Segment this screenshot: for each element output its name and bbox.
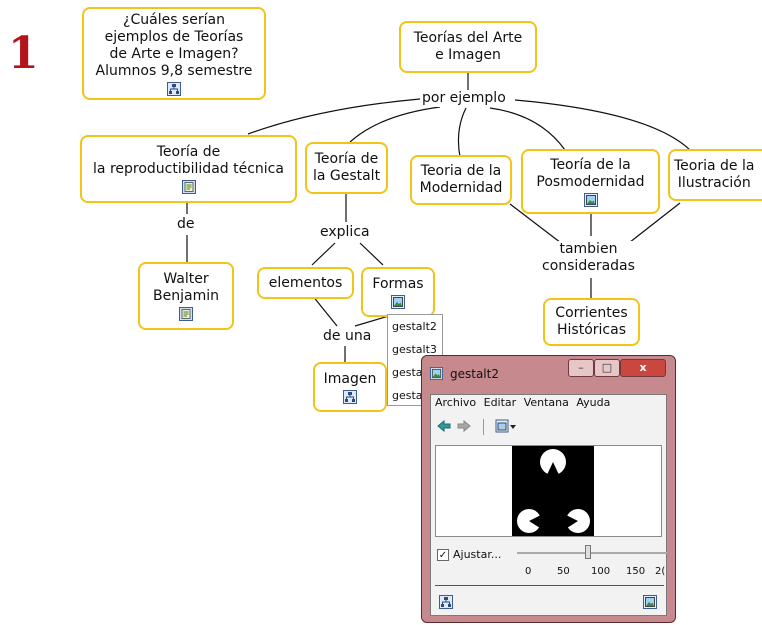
- link-por-ejemplo-posmodernidad: [489, 107, 566, 151]
- forward-arrow-icon[interactable]: [457, 419, 471, 433]
- zoom-slider-thumb[interactable]: [585, 545, 591, 559]
- node-reproductibilidad-label: Teoría de la reproductibilidad técnica: [93, 144, 284, 177]
- phrase-de[interactable]: de: [175, 216, 197, 233]
- resource-item[interactable]: gestalt3: [392, 343, 437, 356]
- node-elementos[interactable]: elementos: [257, 267, 354, 299]
- menu-ventana[interactable]: Ventana: [523, 396, 569, 409]
- phrase-tambien-consideradas[interactable]: tambien consideradas: [540, 241, 637, 275]
- link-explica-formas: [359, 242, 384, 266]
- image-icon: [430, 367, 443, 380]
- node-posmodernidad[interactable]: Teoría de la Posmodernidad: [521, 149, 660, 214]
- fit-checkbox[interactable]: ✓: [437, 549, 449, 561]
- divider: [435, 585, 664, 586]
- node-ilustracion-label: Teoria de la Ilustración: [674, 158, 755, 191]
- zoom-tick: 100: [591, 566, 611, 577]
- zoom-tick: 0: [525, 566, 532, 577]
- zoom-tick: 150: [626, 566, 646, 577]
- node-corrientes-label: Corrientes Históricas: [555, 305, 628, 338]
- back-arrow-icon[interactable]: [437, 419, 451, 433]
- concept-map-icon[interactable]: [343, 389, 357, 404]
- node-imagen[interactable]: Imagen: [313, 362, 387, 412]
- page-number: 1: [8, 28, 39, 79]
- toolbar: [431, 417, 666, 439]
- link-modernidad-tambien: [509, 203, 566, 247]
- document-icon[interactable]: [181, 180, 196, 194]
- minimize-button[interactable]: –: [568, 359, 594, 377]
- window-title: gestalt2: [450, 367, 499, 381]
- resource-item[interactable]: gesta: [392, 389, 423, 402]
- link-por-ejemplo-reproductibilidad: [247, 98, 421, 135]
- node-root-label: Teorías del Arte e Imagen: [413, 30, 523, 63]
- node-gestalt[interactable]: Teoría de la Gestalt: [305, 142, 388, 194]
- node-gestalt-label: Teoría de la Gestalt: [312, 151, 381, 184]
- phrase-explica[interactable]: explica: [318, 224, 372, 241]
- node-ilustracion[interactable]: Teoria de la Ilustración: [668, 149, 762, 201]
- node-imagen-label: Imagen: [323, 370, 377, 387]
- zoom-controls: ✓ Ajustar... 0 50 100 150 2(: [431, 545, 667, 581]
- resource-item[interactable]: gestalt2: [392, 320, 437, 333]
- image-preview: [435, 445, 662, 537]
- image-icon[interactable]: [643, 595, 657, 609]
- node-question-label: ¿Cuáles serían ejemplos de Teorías de Ar…: [95, 11, 253, 79]
- link-explica-elementos: [311, 242, 336, 266]
- node-elementos-label: elementos: [268, 274, 343, 291]
- link-elementos-de-una: [311, 294, 338, 327]
- link-ilustracion-tambien: [624, 202, 681, 247]
- node-corrientes[interactable]: Corrientes Históricas: [543, 298, 640, 346]
- concept-map-icon[interactable]: [167, 81, 181, 96]
- phrase-de-una[interactable]: de una: [321, 328, 374, 345]
- zoom-tick: 50: [557, 566, 570, 577]
- fit-checkbox-label: Ajustar...: [453, 548, 502, 561]
- menu-editar[interactable]: Editar: [483, 396, 517, 409]
- zoom-slider[interactable]: [517, 552, 667, 554]
- zoom-tick: 2(: [655, 566, 666, 577]
- view-options-icon[interactable]: [495, 419, 517, 435]
- image-icon[interactable]: [391, 294, 405, 309]
- node-walter[interactable]: Walter Benjamin: [138, 262, 234, 330]
- document-icon[interactable]: [179, 307, 193, 321]
- gestalt-illusion-image: [512, 446, 594, 536]
- concept-map-icon[interactable]: [439, 595, 453, 609]
- node-root[interactable]: Teorías del Arte e Imagen: [399, 21, 537, 73]
- menu-bar: Archivo Editar Ventana Ayuda: [431, 395, 666, 411]
- node-formas[interactable]: Formas: [361, 267, 435, 317]
- image-icon[interactable]: [583, 192, 598, 207]
- node-reproductibilidad[interactable]: Teoría de la reproductibilidad técnica: [80, 135, 297, 203]
- link-por-ejemplo-gestalt: [349, 106, 441, 143]
- link-por-ejemplo-ilustracion: [514, 99, 691, 151]
- node-formas-label: Formas: [372, 275, 424, 292]
- node-posmodernidad-label: Teoría de la Posmodernidad: [536, 156, 645, 190]
- close-button[interactable]: x: [620, 359, 666, 377]
- image-viewer-window: gestalt2 – □ x Archivo Editar Ventana Ay…: [421, 355, 676, 623]
- resource-item[interactable]: gesta: [392, 366, 423, 379]
- node-question[interactable]: ¿Cuáles serían ejemplos de Teorías de Ar…: [82, 7, 266, 100]
- menu-archivo[interactable]: Archivo: [435, 396, 477, 409]
- node-modernidad-label: Teoria de la Modernidad: [419, 163, 503, 196]
- node-walter-label: Walter Benjamin: [153, 271, 219, 304]
- phrase-por-ejemplo[interactable]: por ejemplo: [420, 90, 508, 107]
- link-por-ejemplo-modernidad: [457, 107, 467, 158]
- node-modernidad[interactable]: Teoria de la Modernidad: [410, 155, 512, 205]
- maximize-button[interactable]: □: [594, 359, 620, 377]
- menu-ayuda[interactable]: Ayuda: [576, 396, 611, 409]
- toolbar-separator: [483, 419, 484, 435]
- window-client-area: Archivo Editar Ventana Ayuda ✓ Ajus: [430, 394, 667, 616]
